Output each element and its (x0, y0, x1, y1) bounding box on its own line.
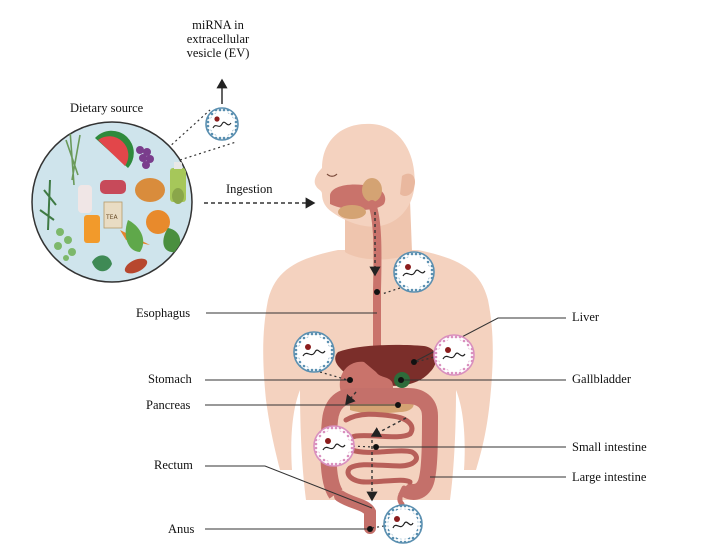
connector-ev-intestine (347, 445, 375, 448)
pumpkin-icon (146, 210, 170, 234)
dot-small-intestine (373, 444, 379, 450)
ev-connectors (167, 109, 439, 529)
sweet-potato-icon (124, 258, 148, 274)
ev-vesicle-icon (205, 107, 239, 141)
ev-vesicle-icon (433, 334, 475, 376)
mirna-strand-icon (302, 349, 326, 357)
connector-ev-circle-top (167, 109, 211, 149)
dietary-source-circle: TEA (31, 121, 193, 283)
ev-vesicle-icon (383, 504, 423, 544)
connector-ev-circle-bottom (179, 141, 237, 161)
mirna-strand-icon (392, 521, 414, 529)
esophagus-label: Esophagus (136, 306, 191, 320)
mirna-strand-icon (402, 269, 426, 277)
bottle-cap (174, 162, 182, 169)
mirna-strand-icon (322, 443, 346, 451)
ev-core (325, 438, 331, 444)
tea-label: TEA (105, 214, 118, 221)
avocado-icon (172, 188, 184, 204)
leafy-greens-icon (163, 228, 181, 253)
salivary-gland (338, 205, 366, 219)
anus-label: Anus (168, 522, 195, 536)
ev-vesicle-icon (393, 251, 435, 293)
stomach-label: Stomach (148, 372, 192, 386)
ev-label-line2: extracellular (186, 32, 250, 46)
ev-core (405, 264, 411, 270)
herb-plant-icon (54, 228, 76, 261)
connector-ev-esophagus (381, 287, 401, 295)
salivary-gland (362, 178, 382, 202)
ev-label-line3: vesicle (EV) (186, 46, 250, 60)
ev-vesicle-icon (313, 425, 355, 467)
dot-pancreas (395, 402, 401, 408)
connector-ev-anus (371, 525, 385, 529)
dietary-source-label: Dietary source (70, 101, 144, 115)
ear (400, 173, 416, 196)
mirna-pathway (345, 212, 407, 502)
steak-icon (100, 180, 126, 194)
dot-esophagus (374, 289, 380, 295)
herb-plant-icon (39, 179, 57, 231)
liver-label: Liver (572, 310, 600, 324)
rectum-label: Rectum (154, 458, 193, 472)
appendix (397, 485, 407, 507)
juice-bottle-icon (84, 215, 100, 243)
ev-core (445, 347, 451, 353)
dot-anus (367, 526, 373, 532)
small-intestine-label: Small intestine (572, 440, 647, 454)
ev-label: miRNA in extracellular vesicle (EV) (168, 18, 268, 60)
tea-package-icon (103, 201, 123, 229)
label-leaders (205, 312, 566, 530)
leader-rectum (205, 465, 373, 509)
ev-label-line1: miRNA in (192, 18, 244, 32)
watermelon-flesh (98, 136, 129, 166)
leader-dots (347, 289, 417, 532)
pathway-stomach (345, 391, 357, 406)
connector-ev-liver (415, 355, 439, 363)
bottle-icon (78, 185, 92, 213)
large-intestine-label: Large intestine (572, 470, 647, 484)
ev-vesicle-icon (293, 331, 335, 373)
mirna-strand-icon (212, 121, 232, 129)
ingestion-label: Ingestion (226, 182, 273, 196)
grapes-icon (136, 146, 154, 169)
dot-stomach (347, 377, 353, 383)
gallbladder-label: Gallbladder (572, 372, 632, 386)
ev-core (394, 516, 400, 522)
ev-core (305, 344, 311, 350)
leafy-greens-icon (92, 255, 112, 272)
ev-core (214, 116, 220, 122)
small-intestine (343, 411, 419, 485)
rectum-tube (334, 490, 376, 534)
dot-gallbladder (398, 377, 404, 383)
mirna-strand-icon (442, 352, 466, 360)
dot-liver (411, 359, 417, 365)
pathway-intestine (370, 417, 407, 438)
leafy-greens-icon (125, 220, 144, 252)
eye (326, 173, 338, 177)
chicken-icon (135, 178, 165, 202)
grain-plant-icon (65, 129, 81, 186)
pancreas-label: Pancreas (146, 398, 191, 412)
